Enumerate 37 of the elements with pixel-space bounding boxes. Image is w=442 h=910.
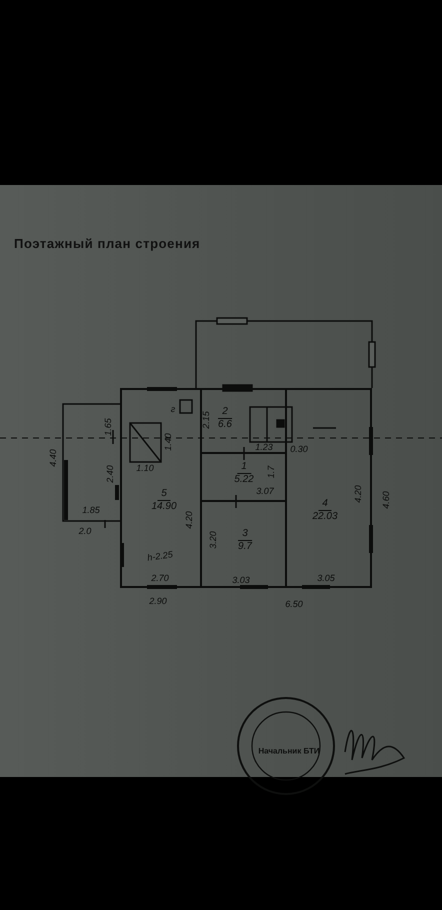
dimension-label: 2.90 (149, 596, 167, 606)
dimension-label: 3.07 (256, 486, 274, 496)
dimension-label: 6.50 (285, 599, 303, 609)
room-area: 5.22 (234, 474, 254, 486)
room-area: 22.03 (312, 511, 338, 523)
dimension-label: 4.40 (48, 449, 58, 467)
dimension-label: г (170, 404, 176, 414)
dimension-label: 1.65 (103, 418, 113, 436)
dimension-label: 3.03 (232, 575, 250, 585)
room-area: 9.7 (238, 541, 252, 553)
room-number: 1 (237, 461, 251, 474)
room-outline (120, 388, 202, 588)
room-number: 3 (238, 528, 252, 541)
room-area: 14.90 (151, 501, 177, 513)
dimension-label: 4.60 (381, 491, 391, 509)
dimension-label: 1.7 (266, 466, 276, 478)
dimension-label: 0.30 (290, 444, 308, 454)
room-area: 6.6 (218, 419, 232, 431)
dimension-label: 2.0 (78, 526, 92, 536)
dimension-label: 4.20 (353, 485, 363, 503)
dimension-label: 1.40 (163, 433, 173, 451)
room-number: 5 (157, 488, 171, 501)
plan-title: Поэтажный план строения (14, 236, 200, 251)
dimension-label: 1.23 (255, 442, 273, 452)
stamp-text: Начальник БТИ (258, 746, 320, 756)
dimension-label: 3.05 (317, 573, 335, 583)
dimension-label: 1.10 (136, 463, 154, 473)
dimension-label: h-2.25 (146, 549, 174, 563)
dimension-label: 3.20 (208, 531, 218, 549)
room-number: 4 (318, 498, 332, 511)
dimension-label: 1.85 (82, 505, 100, 515)
room-outline (285, 388, 372, 588)
dimension-label: 2.40 (105, 465, 115, 483)
dimension-label: 4.20 (184, 511, 194, 529)
room-number: 2 (218, 406, 232, 419)
dimension-label: 2.70 (151, 573, 169, 583)
dimension-label: 2.15 (201, 411, 211, 429)
